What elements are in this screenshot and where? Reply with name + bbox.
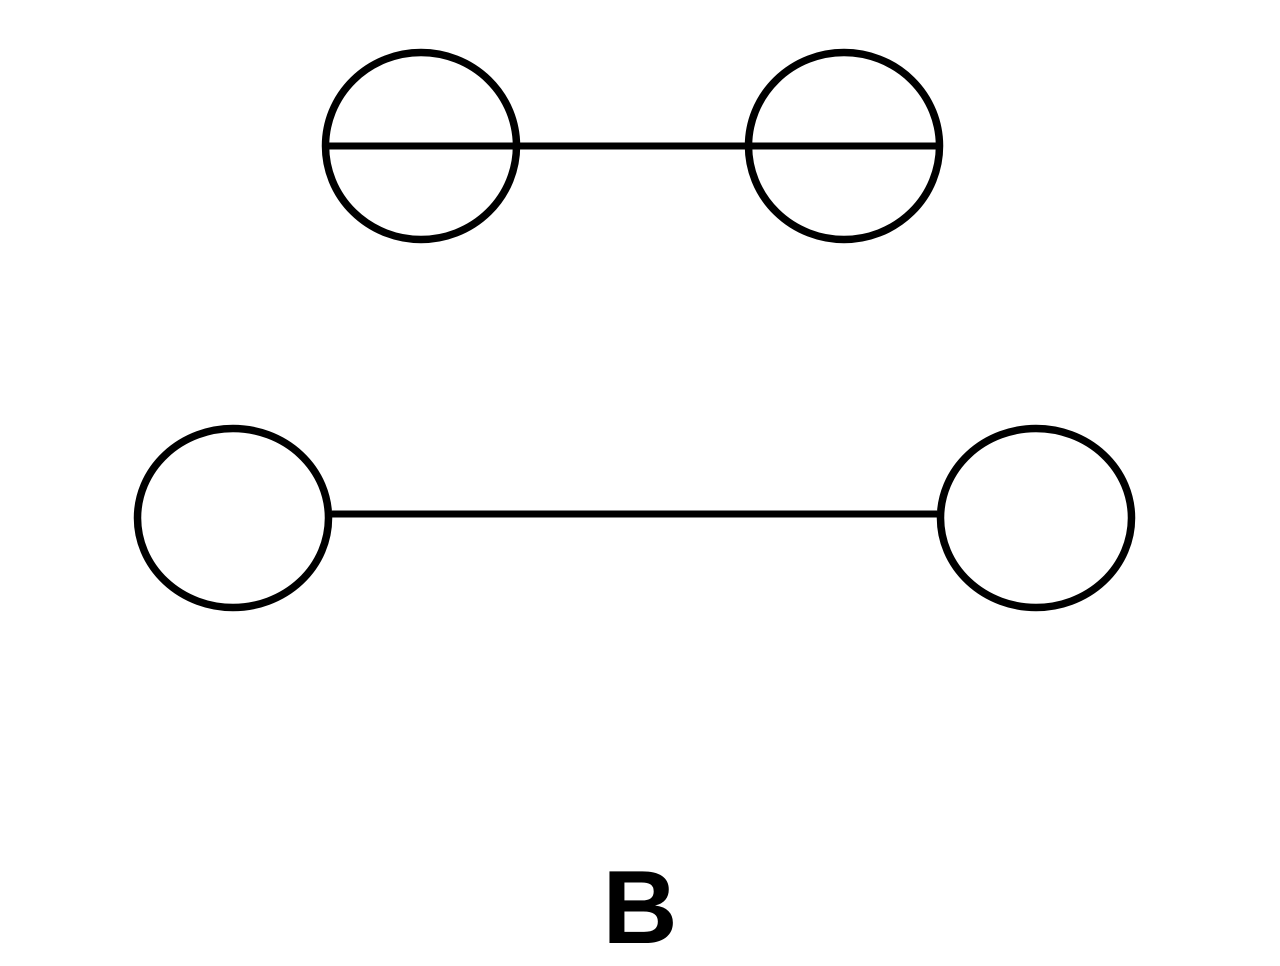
- bottom-right-circle: [936, 424, 1136, 612]
- panel-label: B: [602, 850, 678, 966]
- top-row-group: [321, 48, 944, 244]
- bottom-row-group: [133, 424, 1136, 612]
- bottom-left-circle: [133, 424, 333, 612]
- top-right-circle: [744, 48, 944, 244]
- top-left-circle: [321, 48, 521, 244]
